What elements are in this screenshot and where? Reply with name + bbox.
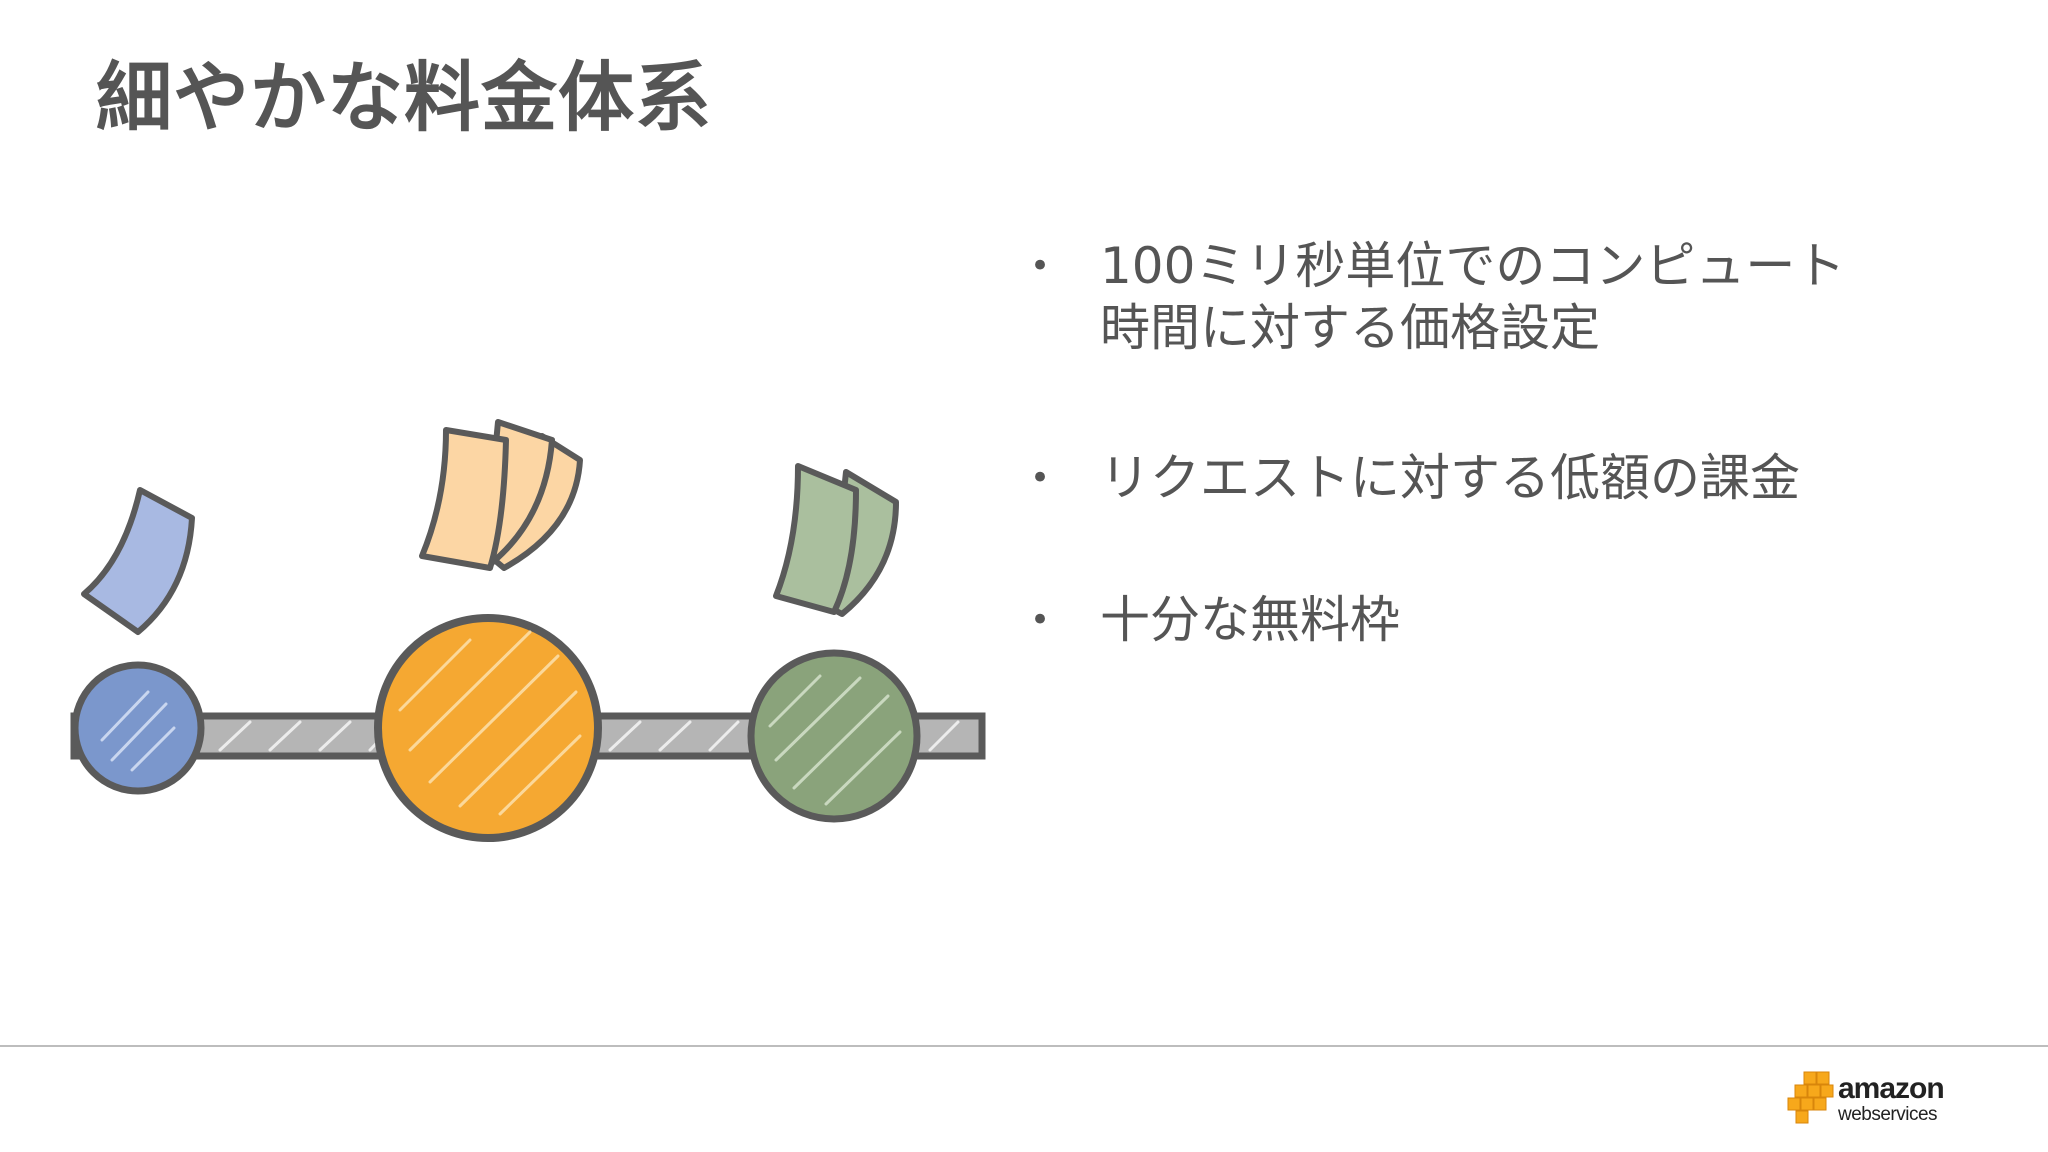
bullet-dot: • [1030,246,1051,286]
bullet-list: • 100ミリ秒単位でのコンピュート 時間に対する価格設定 • リクエストに対す… [1030,235,1990,739]
bullet-item: • 十分な無料枠 [1030,589,1990,651]
aws-logo-tagline: webservices [1838,1104,1938,1125]
aws-logo-text: amazon webservices [1838,1072,1945,1125]
green-papers-icon [773,463,899,617]
bullet-text-line: 100ミリ秒単位でのコンピュート [1100,237,1846,295]
pricing-illustration [70,419,986,842]
bullet-item: • 100ミリ秒単位でのコンピュート 時間に対する価格設定 [1030,235,1990,359]
orange-papers-icon [419,419,583,571]
bullet-text-line: 十分な無料枠 [1100,591,1400,649]
medium-green-circle [747,649,921,823]
bullet-text-line: 時間に対する価格設定 [1100,299,1600,357]
aws-logo-name: amazon [1838,1072,1945,1105]
small-blue-circle [71,661,205,795]
bullet-dot: • [1030,458,1051,498]
aws-logo: amazon webservices [1786,1070,1966,1134]
bullet-text-line: リクエストに対する低額の課金 [1100,449,1800,507]
blue-paper-icon [81,487,195,635]
slide-title: 細やかな料金体系 [96,53,712,142]
aws-cubes-icon [1787,1071,1834,1124]
bullet-item: • リクエストに対する低額の課金 [1030,447,1990,509]
large-orange-circle [374,614,602,842]
bullet-dot: • [1030,600,1051,640]
footer-divider [0,1045,2048,1047]
